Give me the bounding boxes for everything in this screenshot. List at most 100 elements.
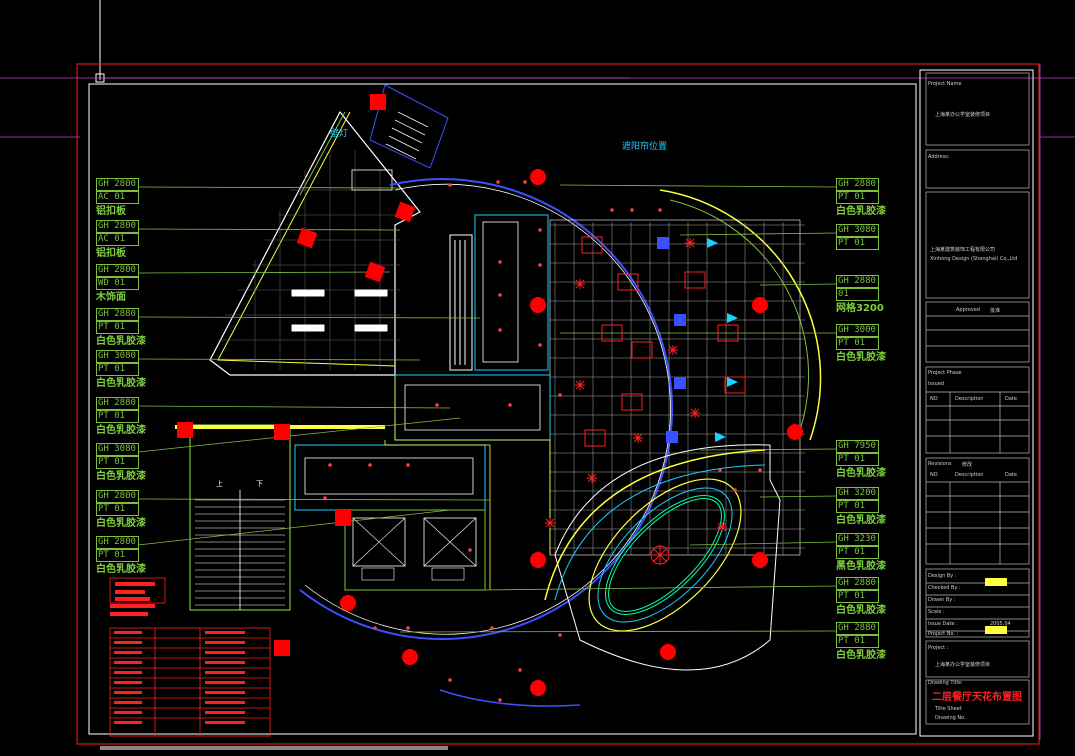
design-by-label: Design By : [928, 573, 957, 579]
air-outlet [707, 238, 718, 248]
legend-text-bar [114, 701, 142, 704]
blue-fixture [674, 314, 686, 326]
label-code-2: PT 01 [96, 456, 139, 469]
legend-text-bar [205, 641, 245, 644]
leader-line [689, 541, 837, 546]
round-room [299, 178, 822, 641]
legend-bar [115, 590, 145, 594]
left-label-material: 白色乳胶漆 [96, 471, 146, 482]
scale-label: Scale : [928, 609, 945, 615]
left-label-material: 铝扣板 [96, 206, 126, 217]
red-fixture [335, 510, 351, 526]
spot-light [558, 633, 562, 637]
spot-light [610, 208, 614, 212]
vent-fixture [717, 324, 739, 342]
room-arc-green [669, 199, 810, 431]
spot-light [448, 183, 452, 187]
spot-light [406, 463, 410, 467]
spot-light [498, 328, 502, 332]
wing-fixture-d [354, 324, 388, 332]
issued-label: Issued [928, 381, 945, 387]
blue-fixture [674, 377, 686, 389]
leader-line [399, 630, 837, 633]
drawn-by-label: Drawn By : [928, 597, 956, 603]
label-code-1: GH 2800 [96, 536, 139, 549]
spot-light [518, 668, 522, 672]
label-code-1: GH 2880 [836, 275, 879, 288]
left-label-material: 白色乳胶漆 [96, 564, 146, 575]
wing-grid [218, 150, 400, 370]
leader-line [759, 283, 837, 286]
spot-light [718, 468, 722, 472]
revisions-label: Revisions [928, 461, 952, 467]
vent-fixture [631, 341, 653, 359]
label-code-1: GH 2800 [96, 220, 139, 233]
spot-light [523, 180, 527, 184]
red-fixture [177, 422, 193, 438]
star-light [690, 408, 700, 418]
label-code-2: PT 01 [96, 363, 139, 376]
label-code-2: PT 01 [96, 549, 139, 562]
leader-line [759, 495, 837, 498]
revisions-col-desc: Description [955, 472, 984, 478]
star-light [717, 522, 727, 532]
legend-table [109, 577, 271, 737]
star-stroke [587, 473, 597, 483]
downlight [530, 297, 546, 313]
legend-text-bar [205, 711, 245, 714]
spot-light [508, 403, 512, 407]
project-name: 上海某办公学室装修项目 [935, 112, 991, 118]
spot-light [733, 488, 737, 492]
label-code-1: GH 3000 [836, 324, 879, 337]
sheet-frame [76, 63, 1040, 745]
label-code-2: WD 01 [96, 277, 139, 290]
label-code-1: GH 2800 [96, 178, 139, 191]
approved-cn-label: 批准 [990, 308, 1001, 314]
legend-text-bar [205, 701, 245, 704]
right-label-material: 白色乳胶漆 [836, 515, 886, 526]
stair-up-label: 上 [216, 480, 223, 488]
curtain-note: 遮阳帘位置 [622, 142, 668, 152]
legend-text-bar [205, 631, 245, 634]
label-code-2: PT 01 [836, 453, 879, 466]
right-label-material: 白色乳胶漆 [836, 352, 886, 363]
legend-text-bar [114, 631, 142, 634]
design-by-stamp [985, 578, 1007, 586]
top-stair [351, 84, 449, 191]
room-arc-outer [299, 178, 673, 641]
vent-fixture [621, 393, 643, 411]
left-label-material: 白色乳胶漆 [96, 378, 146, 389]
leader-line [679, 232, 837, 236]
drawing-title-label: Drawing Title: [928, 680, 963, 686]
room-arc-inner [304, 183, 671, 635]
spot-light [448, 678, 452, 682]
legend-text-bar [205, 671, 245, 674]
vent-fixture [601, 324, 623, 342]
right-label-material: 白色乳胶漆 [836, 605, 886, 616]
issue-date-value: 2005.04 [990, 621, 1011, 627]
spot-light [538, 343, 542, 347]
company-cn: 上海某建筑装饰工程有限公司 [930, 247, 996, 253]
star-stroke [575, 279, 585, 289]
left-label-material: 白色乳胶漆 [96, 336, 146, 347]
approved-label: Approved [956, 307, 980, 313]
star-light [575, 380, 585, 390]
label-code-2: PT 01 [96, 321, 139, 334]
title-sheet-label: Title Sheet [935, 706, 962, 712]
air-outlet [715, 432, 726, 442]
wing-fixture-b [291, 324, 325, 332]
right-label-material: 白色乳胶漆 [836, 206, 886, 217]
star-light [685, 238, 695, 248]
spot-light [658, 208, 662, 212]
downlight [402, 649, 418, 665]
leader-line [137, 358, 421, 361]
legend-text-bar [205, 681, 245, 684]
